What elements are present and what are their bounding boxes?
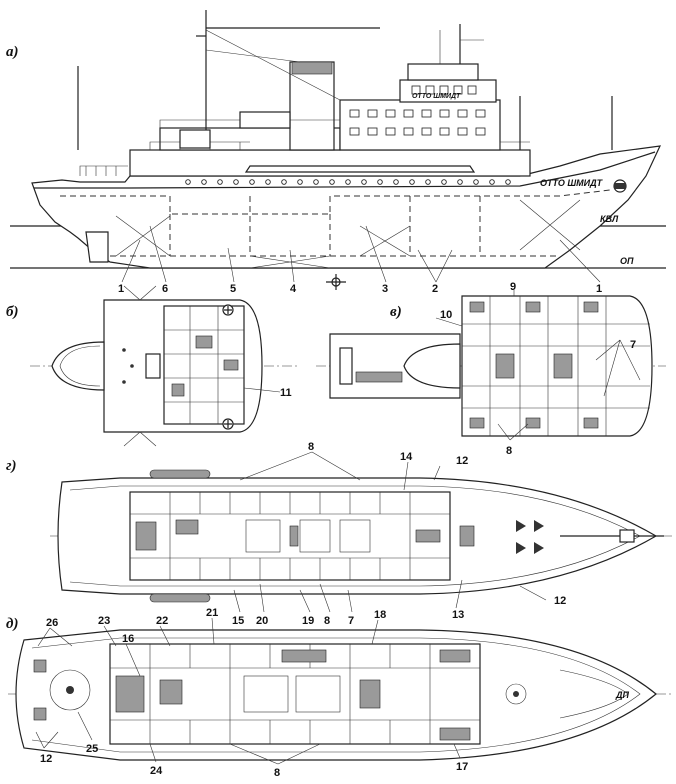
callout-side-1a: 1 <box>118 283 124 295</box>
callout-g-14: 14 <box>400 451 413 463</box>
callout-side-6: 6 <box>162 283 168 295</box>
plan-b-helideck <box>51 341 105 391</box>
callout-d-22: 22 <box>156 615 168 627</box>
callout-g-8b: 8 <box>324 615 330 627</box>
callout-d-23: 23 <box>98 615 110 627</box>
plan-d: д) ДП 26 23 16 <box>6 607 672 779</box>
bridge-ship-name: OTTO ШМИДТ <box>412 93 461 100</box>
rudder <box>85 231 109 263</box>
callout-d-26: 26 <box>46 617 58 629</box>
lifeboat <box>239 111 291 129</box>
plan-b: б) 11 <box>6 285 300 447</box>
centerline-label: ДП <box>615 690 629 700</box>
waterline-label: КВЛ <box>600 214 619 224</box>
callout-d-21: 21 <box>206 607 218 619</box>
callout-d-12: 12 <box>40 753 52 765</box>
callout-d-24: 24 <box>150 765 163 777</box>
callout-v-10: 10 <box>440 309 452 321</box>
callout-v-7: 7 <box>630 339 636 351</box>
panel-label-g: г) <box>6 458 17 474</box>
callout-d-8: 8 <box>274 767 280 779</box>
callout-g-8a: 8 <box>308 441 314 453</box>
callout-g-7: 7 <box>348 615 354 627</box>
callout-v-8: 8 <box>506 445 512 457</box>
callout-g-13: 13 <box>452 609 464 621</box>
panel-label-v: в) <box>390 304 402 320</box>
panel-label-d: д) <box>6 616 18 632</box>
callout-g-12a: 12 <box>456 455 468 467</box>
plan-v: в) 10 9 7 8 <box>316 281 666 457</box>
callout-d-25: 25 <box>86 743 98 755</box>
callout-g-20: 20 <box>256 615 268 627</box>
hull-ship-name: OTTO ШМИДТ <box>540 178 604 188</box>
plan-g-boat-port <box>149 469 211 479</box>
plan-g: г) <box>6 441 672 627</box>
panel-label-b: б) <box>6 304 18 320</box>
callout-b-11: 11 <box>280 387 292 399</box>
panel-label-a: а) <box>6 44 19 60</box>
baseline-label: ОП <box>620 256 634 266</box>
accommodation-block <box>339 99 501 151</box>
callout-side-4: 4 <box>290 283 297 295</box>
main-deck-line <box>34 151 656 189</box>
callout-g-19: 19 <box>302 615 314 627</box>
callout-v-9: 9 <box>510 281 516 293</box>
callout-side-3: 3 <box>382 283 388 295</box>
plan-g-boat-stbd <box>149 593 211 603</box>
portholes <box>185 179 511 185</box>
plan-d-mess-table <box>281 649 327 663</box>
callout-d-18: 18 <box>374 609 386 621</box>
callout-g-12b: 12 <box>554 595 566 607</box>
bridge-top <box>407 63 479 81</box>
callout-g-15: 15 <box>232 615 244 627</box>
callout-side-5: 5 <box>230 283 236 295</box>
callout-side-1b: 1 <box>596 283 602 295</box>
callout-d-16: 16 <box>122 633 134 645</box>
funnel <box>289 61 335 151</box>
hull-stripe <box>244 165 476 173</box>
midship-symbol <box>326 274 346 290</box>
callout-side-2: 2 <box>432 283 438 295</box>
aft-railing <box>79 165 128 176</box>
callout-d-17: 17 <box>456 761 468 773</box>
side-view: а) <box>6 10 666 295</box>
inner-deck-dashed <box>60 189 611 215</box>
